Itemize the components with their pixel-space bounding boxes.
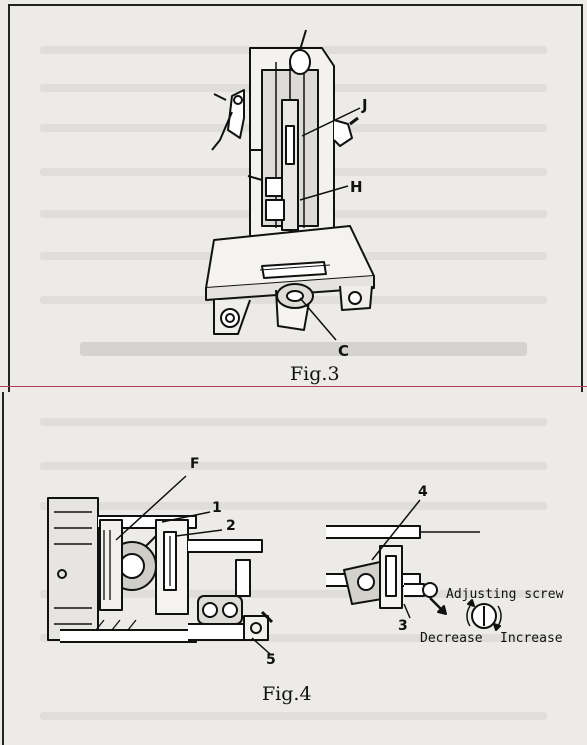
callout-j: J: [361, 96, 368, 114]
callout-1: 1: [212, 500, 222, 516]
figure-4-caption: Fig.4: [262, 683, 312, 705]
figure-3-caption: Fig.3: [290, 363, 340, 385]
decrease-label: Decrease: [420, 631, 483, 646]
callout-3: 3: [398, 618, 408, 634]
adjusting-screw-label: Adjusting screw: [446, 587, 564, 602]
divider-line: [0, 386, 587, 387]
increase-label: Increase: [500, 631, 563, 646]
callout-2: 2: [226, 518, 236, 534]
callout-h: H: [350, 178, 363, 196]
figure-4-illustration: F 1 2 5 4 3 Adjusting screw Decrease Inc…: [47, 456, 564, 668]
figure-4-frame: [2, 392, 585, 745]
callout-4: 4: [418, 484, 428, 500]
callout-5: 5: [266, 652, 276, 668]
figure-3-illustration: J H C: [205, 29, 375, 360]
callout-f: F: [190, 456, 200, 472]
figure-3-frame: [8, 4, 583, 392]
callout-c: C: [338, 342, 349, 360]
